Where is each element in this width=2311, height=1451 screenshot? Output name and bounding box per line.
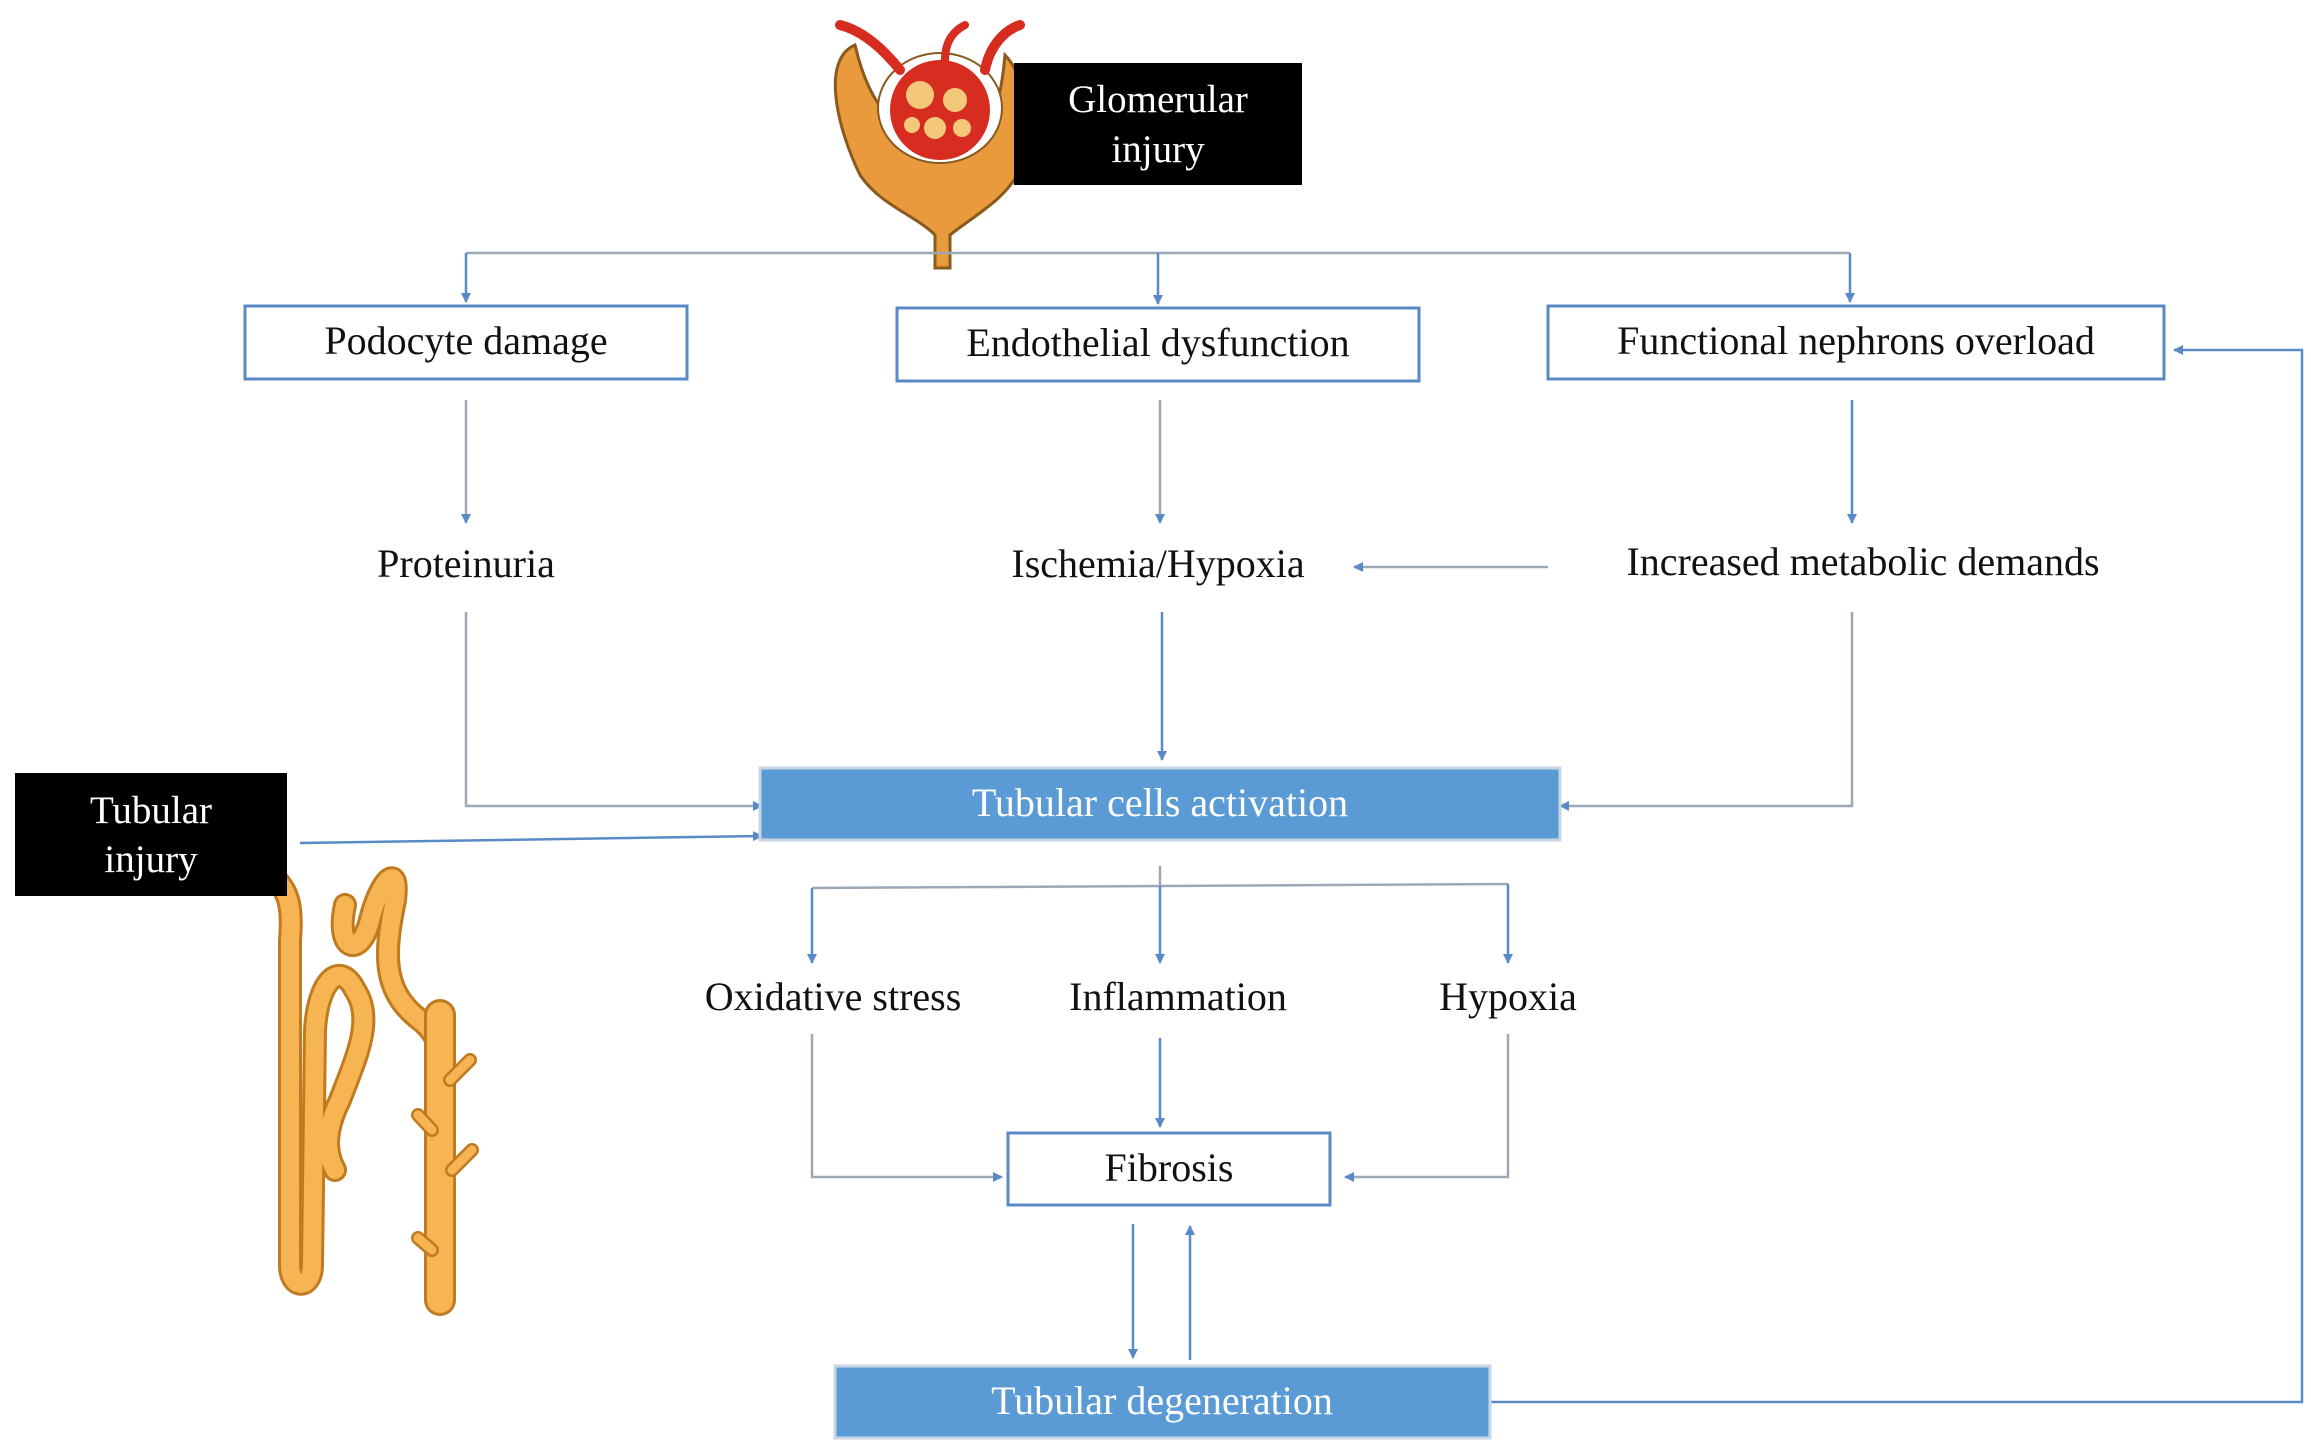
- ischemia-hypoxia-text: Ischemia/Hypoxia: [1011, 541, 1304, 586]
- arrow-tubular-injury-to-activation: [299, 831, 763, 845]
- tubular-injury-line-1: Tubular: [90, 789, 212, 832]
- hypoxia-text: Hypoxia: [1439, 974, 1577, 1019]
- arrow-oxidative-to-fibrosis: [810, 1034, 1003, 1182]
- tubular-injury-line-2: injury: [104, 838, 198, 881]
- endothelial-dysfunction-node: Endothelial dysfunction: [895, 306, 1421, 383]
- functional-nephrons-overload-node: Functional nephrons overload: [1546, 304, 2166, 381]
- nephron-tubule-icon: [253, 846, 454, 1296]
- tubular-cells-activation-node: Tubular cells activation: [758, 766, 1562, 842]
- inflammation-text: Inflammation: [1069, 974, 1287, 1019]
- fibrosis-node: Fibrosis: [1006, 1131, 1332, 1207]
- endothelial-dysfunction-text: Endothelial dysfunction: [966, 320, 1349, 365]
- glomerular-injury-line-2: injury: [1111, 128, 1205, 171]
- podocyte-damage-node: Podocyte damage: [243, 304, 689, 381]
- arrow-degeneration-to-overload: [1490, 345, 2304, 1404]
- increased-metabolic-demands-text: Increased metabolic demands: [1626, 539, 2099, 584]
- tubular-degeneration-text: Tubular degeneration: [991, 1378, 1333, 1423]
- tubular-degeneration-node: Tubular degeneration: [833, 1364, 1492, 1440]
- tubular-injury-label: Tubular injury: [15, 773, 287, 896]
- proteinuria-text: Proteinuria: [377, 541, 555, 586]
- fibrosis-text: Fibrosis: [1105, 1145, 1234, 1190]
- arrow-proteinuria-to-activation: [464, 612, 763, 811]
- podocyte-damage-text: Podocyte damage: [324, 318, 607, 363]
- collecting-duct-icon: [411, 999, 479, 1316]
- arrow-hypoxia-to-fibrosis: [1344, 1034, 1510, 1182]
- glomerular-injury-label: Glomerular injury: [1014, 63, 1302, 185]
- glomerulus-icon: [833, 20, 1030, 270]
- glomerular-injury-line-1: Glomerular: [1068, 78, 1248, 121]
- functional-nephrons-overload-text: Functional nephrons overload: [1617, 318, 2095, 363]
- connector-lines: [299, 251, 2304, 1404]
- arrow-metabolic-to-activation: [1559, 612, 1854, 811]
- tubular-cells-activation-text: Tubular cells activation: [972, 780, 1348, 825]
- oxidative-stress-text: Oxidative stress: [705, 974, 962, 1019]
